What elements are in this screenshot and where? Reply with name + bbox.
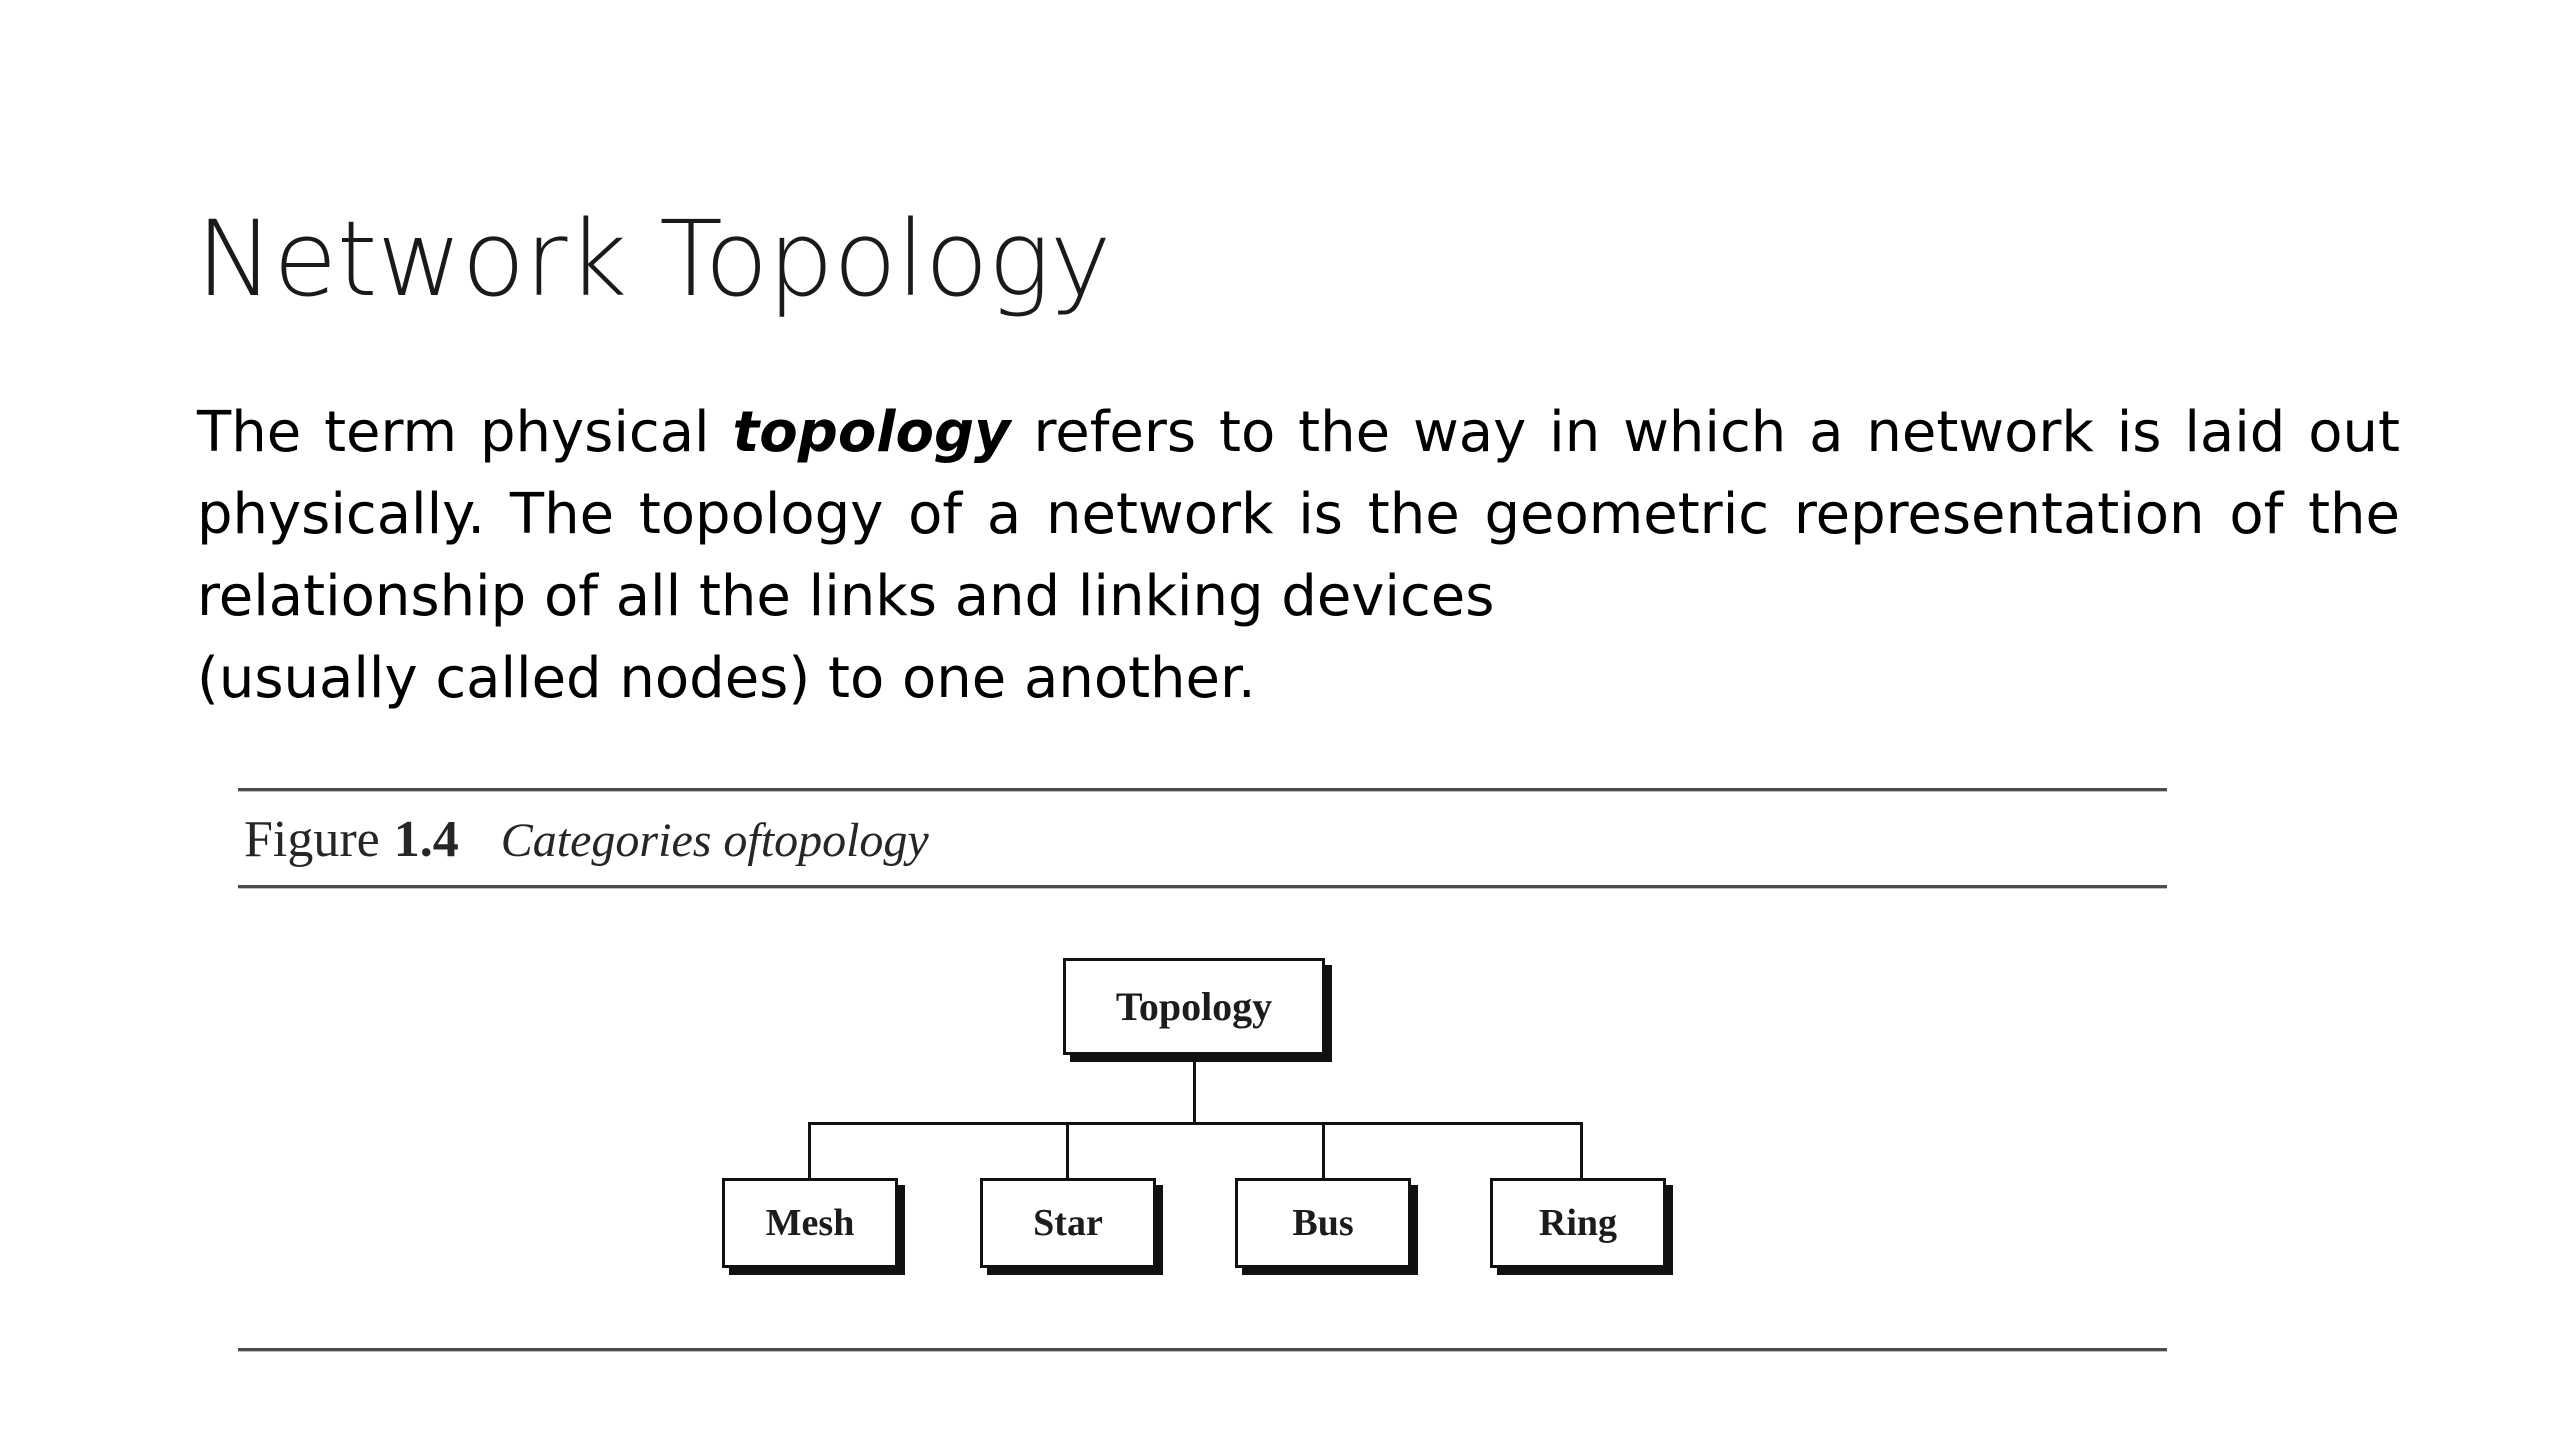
body-text-emphasis: topology [732, 400, 1011, 465]
connector-drop-bus [1322, 1122, 1325, 1180]
body-text-part-1: The term physical [197, 400, 733, 465]
connector-drop-mesh [808, 1122, 811, 1180]
connector-drop-star [1066, 1122, 1069, 1180]
figure-caption-word: Figure [244, 811, 380, 868]
tree-node-bus: Bus [1235, 1178, 1411, 1268]
tree-node-mesh: Mesh [722, 1178, 898, 1268]
tree-node-ring: Ring [1490, 1178, 1666, 1268]
body-paragraph: The term physical topology refers to the… [197, 392, 2400, 720]
tree-node-label: Bus [1292, 1202, 1354, 1244]
body-text-part-2: refers to the way in which a network is … [197, 400, 2400, 629]
tree-node-topology: Topology [1063, 958, 1325, 1055]
tree-node-label: Mesh [765, 1202, 855, 1244]
connector-drop-ring [1580, 1122, 1583, 1180]
figure-caption-title: Categories oftopology [500, 814, 929, 867]
topology-tree-diagram: Topology Mesh Star Bus Ring [238, 782, 2167, 1358]
connector-horizontal-bus [808, 1122, 1583, 1125]
body-text-part-3: (usually called nodes) to one another. [197, 646, 1256, 711]
tree-node-label: Star [1033, 1202, 1103, 1244]
page-title: Network Topology [196, 197, 1111, 320]
tree-node-star: Star [980, 1178, 1156, 1268]
figure-caption-number: 1.4 [393, 811, 459, 868]
tree-node-label: Ring [1538, 1202, 1618, 1244]
figure-rule-top [238, 788, 2167, 791]
connector-root-stem [1193, 1055, 1196, 1124]
figure-rule-bottom [238, 1348, 2167, 1351]
tree-node-label: Topology [1115, 983, 1273, 1029]
figure-rule-middle [238, 885, 2167, 888]
